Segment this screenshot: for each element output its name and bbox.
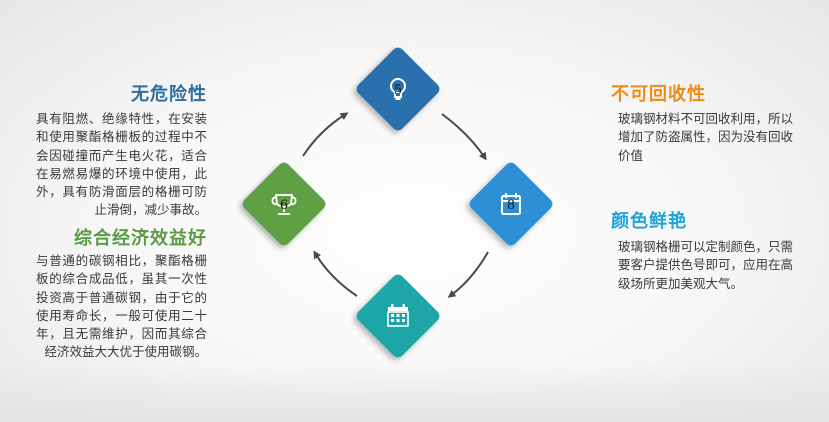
- node-right-number: 8: [507, 198, 515, 213]
- arrow-right-to-bottom: [447, 251, 489, 298]
- node-right: 8: [469, 162, 553, 246]
- lightbulb-icon: [390, 78, 406, 100]
- floor-shadow: [0, 362, 829, 422]
- calendar-icon: [501, 193, 521, 215]
- text-no-danger: 具有阻燃、绝缘特性，在安装和使用聚酯格栅板的过程中不会因碰撞而产生电火花，适合在…: [36, 111, 207, 218]
- node-top-number: 5: [394, 83, 402, 98]
- node-left-number: 6: [280, 198, 288, 213]
- arrow-top-to-right: [441, 113, 487, 161]
- heading-no-danger: 无危险性: [131, 84, 207, 105]
- text-non-recyclable: 玻璃钢材料不可回收利用，所以增加了防盗属性，因为没有回收价值: [618, 111, 794, 163]
- trophy-icon: [271, 194, 297, 215]
- text-bright-colors: 玻璃钢格栅可以定制颜色，只需要客户提供色号即可，应用在高级场所更加美观大气。: [618, 239, 794, 291]
- arrow-left-to-top: [302, 112, 349, 157]
- node-left: 6: [242, 162, 326, 246]
- text-economic-benefit: 与普通的碳钢相比，聚酯格栅板的综合成品低，虽其一次性投资高于普通碳钢，由于它的使…: [36, 253, 207, 360]
- heading-bright-colors: 颜色鲜艳: [611, 211, 687, 232]
- node-top: 5: [356, 47, 440, 131]
- arrow-bottom-to-left: [313, 250, 358, 297]
- calendar-grid-icon: [387, 304, 409, 327]
- heading-non-recyclable: 不可回收性: [611, 84, 706, 105]
- node-bottom: [356, 274, 440, 358]
- heading-economic-benefit: 综合经济效益好: [74, 228, 207, 249]
